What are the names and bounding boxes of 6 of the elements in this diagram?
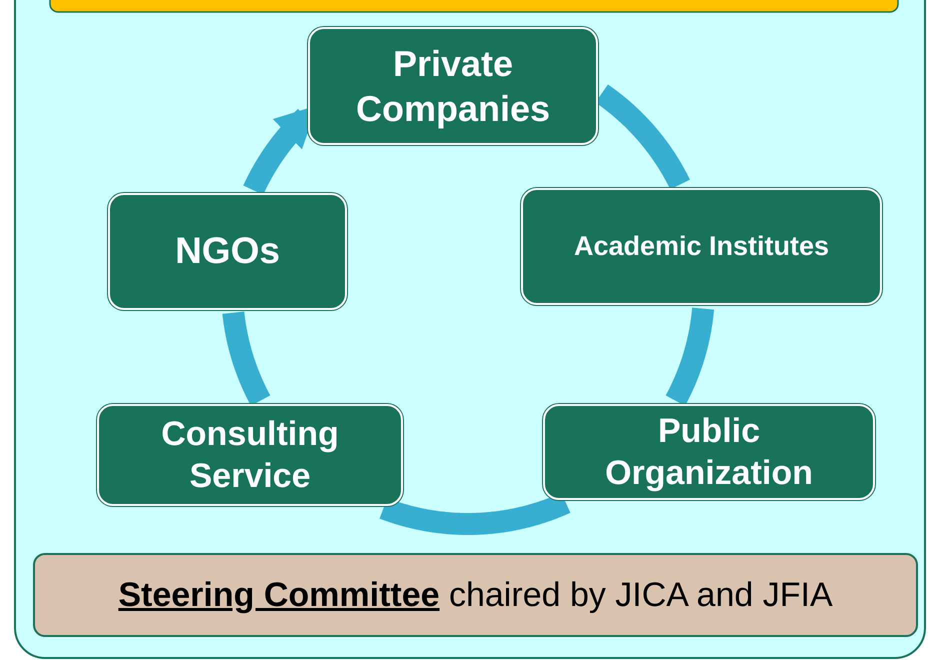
stakeholder-box: NGOs <box>108 193 347 310</box>
stakeholder-box: Academic Institutes <box>521 188 882 305</box>
committee-banner: Steering Committee chaired by JICA and JFIA <box>33 553 918 637</box>
stakeholder-box: Public Organization <box>543 404 875 500</box>
stakeholder-box: Consulting Service <box>97 404 403 506</box>
stakeholder-box: Private Companies <box>308 27 598 145</box>
